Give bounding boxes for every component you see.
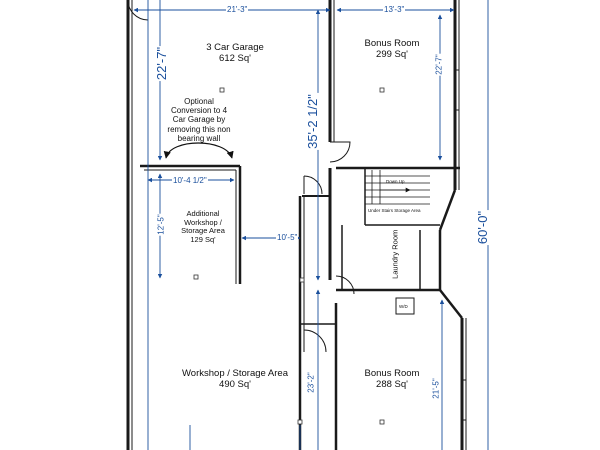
dim-mid-depth: 35'-2 1/2" [304, 93, 320, 150]
dim-garage-depth: 22'-7" [154, 45, 170, 82]
dim-workshop-small-width: 10'-4 1/2" [172, 176, 208, 185]
bonus-room-top-label: Bonus Room 299 Sq' [342, 38, 442, 61]
windows [454, 69, 467, 421]
stairs [365, 170, 430, 205]
laundry-room-label: Laundry Room [390, 229, 400, 279]
bonus-room-bottom-area: 288 Sq' [376, 378, 408, 390]
dim-overall-depth: 60'-0" [475, 209, 491, 246]
stairs-direction-label: Down Up [386, 179, 405, 184]
dim-workshop-large-depth: 23'-2" [306, 371, 316, 394]
bonus-room-bottom-name: Bonus Room [364, 368, 420, 379]
bonus-room-top-name: Bonus Room [364, 38, 420, 49]
dim-bonus-top-width: 13'-3" [383, 5, 406, 14]
conversion-note: Optional Conversion to 4 Car Garage by r… [167, 97, 231, 143]
washer-dryer-label: W/D [399, 304, 408, 309]
garage-area: 612 Sq' [219, 52, 251, 64]
garage-name: 3 Car Garage [206, 42, 264, 53]
under-stairs-label: Under Stairs Storage Area [368, 208, 421, 213]
bonus-room-bottom-label: Bonus Room 288 Sq' [342, 368, 442, 391]
dim-bonus-top-depth: 22'-7" [434, 53, 444, 76]
dim-garage-width: 21'-3" [226, 5, 249, 14]
workshop-small-area: 129 Sq' [190, 234, 216, 244]
workshop-large-area: 490 Sq' [219, 378, 251, 390]
dim-workshop-small-depth: 12'-5" [156, 213, 166, 236]
workshop-large-name: Workshop / Storage Area [182, 368, 288, 379]
workshop-large-label: Workshop / Storage Area 490 Sq' [170, 368, 300, 391]
workshop-small-label: Additional Workshop / Storage Area 129 S… [172, 209, 234, 245]
garage-label: 3 Car Garage 612 Sq' [185, 42, 285, 65]
dim-bonus-bottom-depth: 21'-5" [431, 377, 441, 400]
ceiling-fixtures [193, 87, 385, 425]
conversion-arrow [163, 142, 234, 159]
washer-dryer [395, 297, 415, 315]
workshop-small-name: Additional Workshop / Storage Area [181, 209, 225, 236]
bonus-room-top-area: 299 Sq' [376, 48, 408, 60]
dim-corridor-width: 10'-5" [276, 233, 299, 242]
interior-walls [140, 0, 460, 450]
